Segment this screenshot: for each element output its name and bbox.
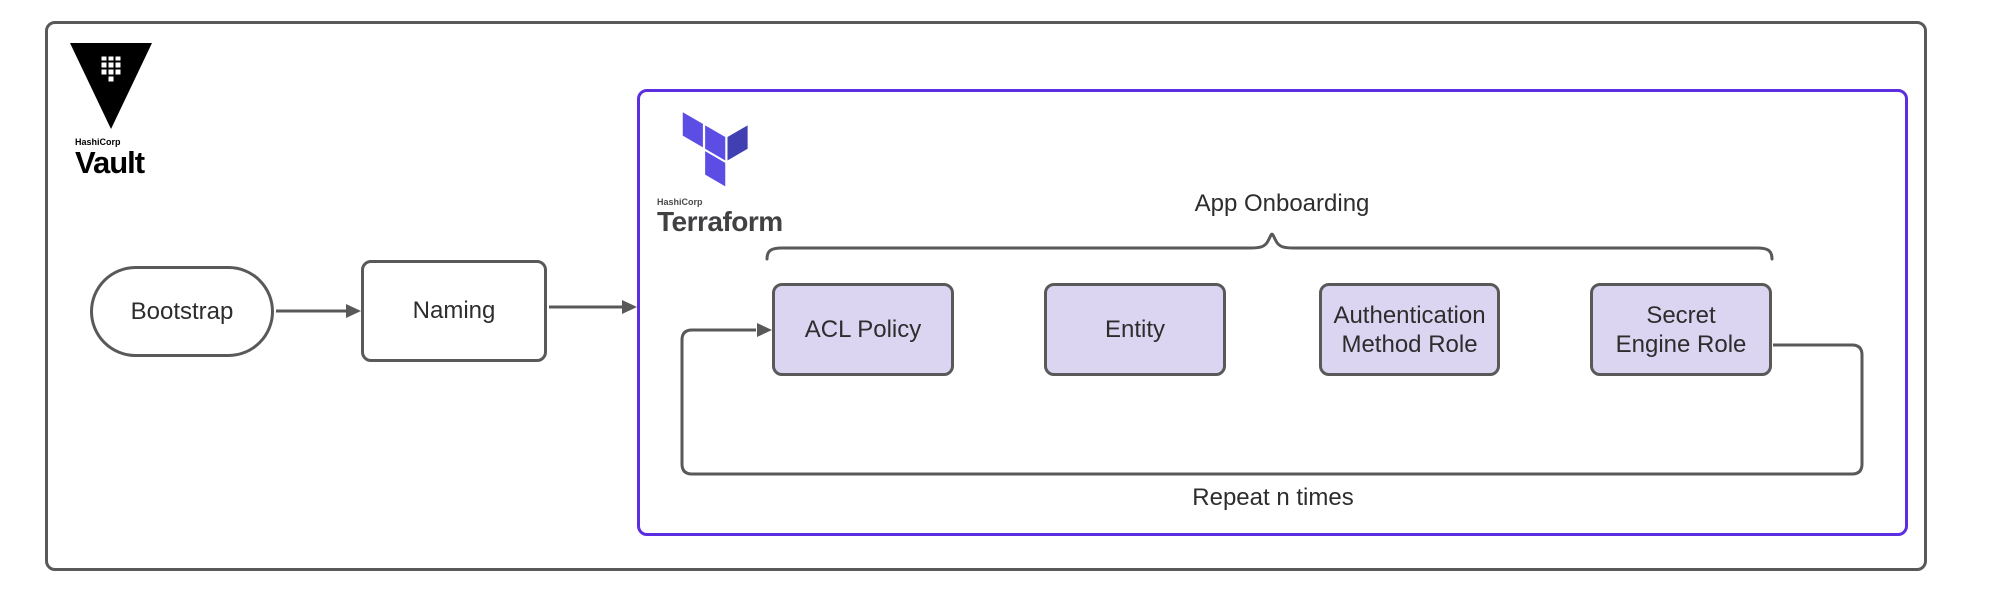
step-auth-method-role-label: Authentication Method Role bbox=[1333, 301, 1486, 358]
step-acl-policy-label: ACL Policy bbox=[804, 316, 922, 343]
terraform-brand-text: HashiCorp bbox=[657, 197, 703, 207]
terraform-logo: HashiCorp Terraform bbox=[657, 112, 783, 236]
step-auth-method-role: Authentication Method Role bbox=[1319, 283, 1500, 376]
step-acl-policy: ACL Policy bbox=[772, 283, 954, 376]
step-secret-engine-role: Secret Engine Role bbox=[1590, 283, 1772, 376]
vault-logo: HashiCorp Vault bbox=[69, 42, 153, 179]
terraform-mark-icon bbox=[682, 112, 748, 187]
vault-triangle-icon bbox=[70, 43, 152, 129]
terraform-product-text: Terraform bbox=[657, 206, 783, 237]
step-entity-label: Entity bbox=[1104, 316, 1166, 343]
node-naming-label: Naming bbox=[412, 297, 496, 324]
app-onboarding-title: App Onboarding bbox=[1194, 190, 1370, 217]
node-naming: Naming bbox=[361, 260, 547, 362]
repeat-loop-label: Repeat n times bbox=[1192, 484, 1354, 511]
vault-brand-text: HashiCorp bbox=[75, 137, 121, 147]
step-secret-engine-role-label: Secret Engine Role bbox=[1615, 301, 1747, 358]
node-bootstrap-label: Bootstrap bbox=[130, 297, 234, 325]
step-entity: Entity bbox=[1044, 283, 1226, 376]
vault-product-text: Vault bbox=[75, 145, 145, 180]
node-bootstrap: Bootstrap bbox=[90, 266, 274, 357]
